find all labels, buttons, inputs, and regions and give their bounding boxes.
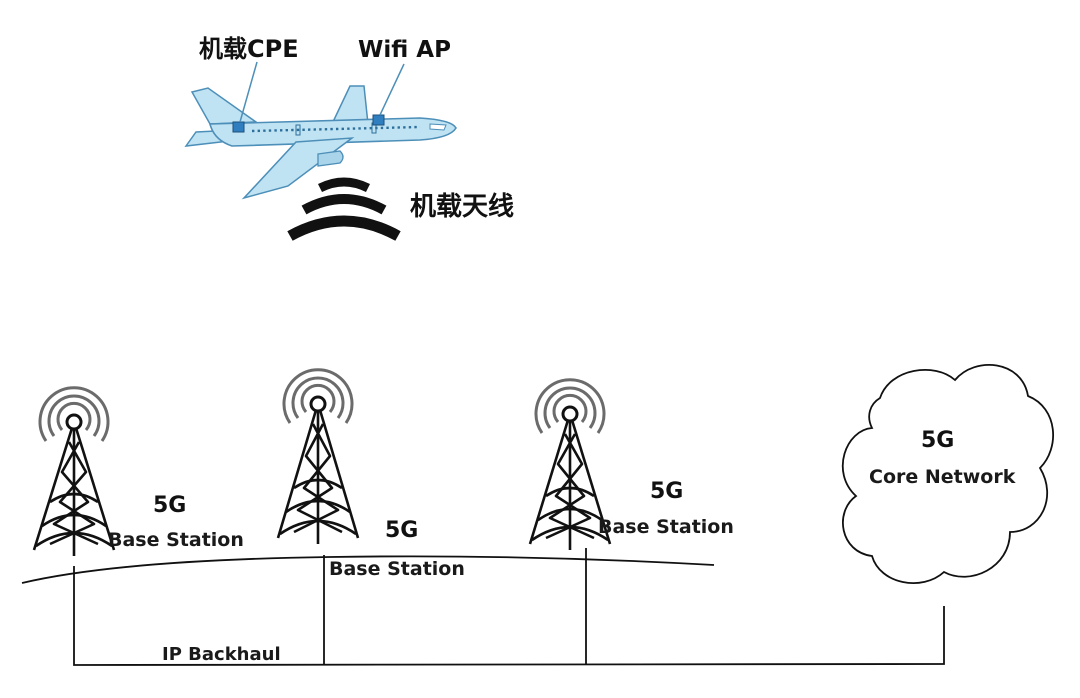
station-2-label-base-station: Base Station xyxy=(329,558,465,580)
broadcast-signal-icon xyxy=(38,386,110,442)
airborne-antenna-signal-icon xyxy=(287,177,401,241)
core-label-network: Core Network xyxy=(869,466,1016,488)
station-2-label-5g: 5G xyxy=(385,518,418,543)
core-label-5g: 5G xyxy=(921,428,954,453)
station-1-label-base-station: Base Station xyxy=(108,529,244,551)
station-3-label-base-station: Base Station xyxy=(598,516,734,538)
station-1-label-5g: 5G xyxy=(153,493,186,518)
ground-line xyxy=(21,555,715,584)
cpe-label: 机载CPE xyxy=(199,35,299,63)
cpe-device xyxy=(232,121,245,133)
antenna-label: 机载天线 xyxy=(410,192,514,222)
broadcast-signal-icon xyxy=(282,368,354,424)
tower-1 xyxy=(32,386,116,556)
wifi-ap-label: Wifi AP xyxy=(358,37,451,63)
wifi-ap-device xyxy=(372,114,385,126)
core-network-cloud-icon xyxy=(841,364,1054,584)
airplane xyxy=(184,61,457,200)
ip-backhaul-lines xyxy=(73,548,945,666)
tower-2 xyxy=(276,368,360,544)
station-3-label-5g: 5G xyxy=(650,479,683,504)
broadcast-signal-icon xyxy=(534,378,606,434)
tower-3 xyxy=(528,378,612,550)
ip-backhaul-label: IP Backhaul xyxy=(162,644,281,665)
